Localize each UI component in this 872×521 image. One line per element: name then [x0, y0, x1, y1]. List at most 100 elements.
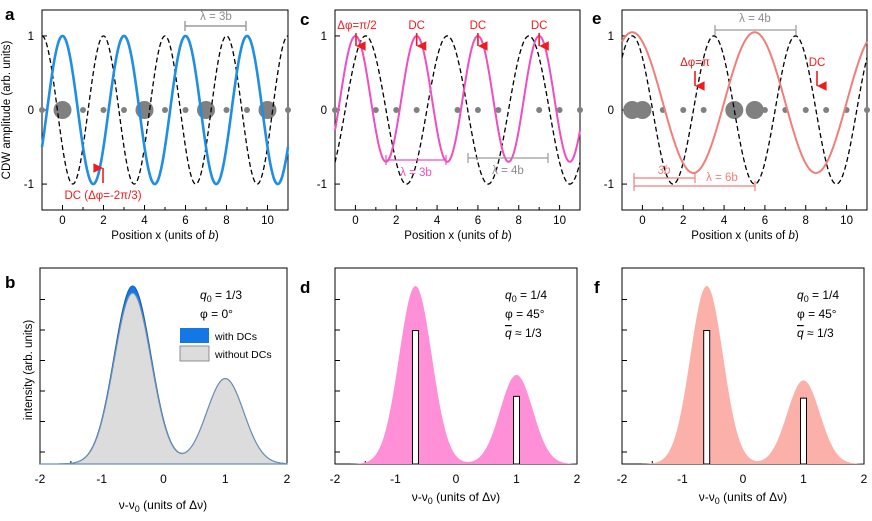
- small-atom: [577, 107, 583, 113]
- small-atom: [162, 107, 168, 113]
- f-ticks-xtick-label: -1: [677, 472, 688, 486]
- small-atom: [413, 107, 420, 113]
- large-atom: [53, 101, 72, 119]
- e-3b-label: 3b: [658, 165, 671, 177]
- small-atom: [474, 107, 481, 113]
- e-ticks-xtick-label: 2: [680, 215, 686, 227]
- d-legend-q0: q0 = 1/4: [505, 288, 547, 304]
- large-atom: [745, 101, 764, 119]
- b-legend-phi: φ = 0°: [200, 307, 233, 321]
- a-ylabel: CDW amplitude (arb. units): [1, 40, 13, 179]
- a-ticks-xtick-label: 10: [261, 215, 274, 227]
- f-legend-qbar: q ≈ 1/3: [797, 326, 834, 340]
- b-legend-without-label: without DCs: [214, 349, 272, 361]
- panel-label-a: a: [5, 5, 15, 24]
- b-legend-with-label: with DCs: [214, 331, 257, 343]
- c-reference-wave: [334, 35, 581, 185]
- d-ticks-xtick-label: 2: [574, 472, 581, 486]
- small-atom: [223, 107, 230, 113]
- a-ticks-xtick-label: 2: [100, 215, 106, 227]
- f-ticks-xtick-label: 1: [800, 472, 807, 486]
- c-lambda4-label: λ = 4b: [492, 165, 524, 177]
- e-ticks-xtick-label: 10: [840, 215, 853, 227]
- c-ticks-xtick-label: 2: [393, 215, 399, 227]
- large-atom: [633, 101, 652, 119]
- c-lambda3-label: λ = 3b: [400, 167, 432, 179]
- b-ticks-xtick-label: -1: [96, 472, 107, 486]
- panel-label-b: b: [5, 273, 15, 292]
- c-dc-label: DC: [531, 20, 548, 32]
- small-atom: [556, 107, 563, 113]
- a-xlabel: Position x (units of b): [111, 230, 219, 242]
- c-ticks-xtick-label: 0: [352, 215, 358, 227]
- a-ticks-xtick-label: 0: [59, 215, 65, 227]
- a-ticks-ytick-label: 0: [28, 105, 34, 117]
- f-xlabel: ν-ν0 (units of Δν): [699, 490, 787, 506]
- small-atom: [680, 107, 687, 113]
- e-lambda6-label: λ = 6b: [706, 172, 738, 184]
- small-atom: [700, 107, 707, 113]
- d-legend-qbar: q ≈ 1/3: [505, 326, 542, 340]
- f-stick: [703, 330, 711, 465]
- b-legend-with-swatch: [180, 328, 209, 343]
- b-ticks-xtick-label: -2: [35, 472, 46, 486]
- small-atom: [39, 107, 45, 113]
- f-ticks-xtick-label: 2: [861, 472, 868, 486]
- small-atom: [372, 107, 379, 113]
- d-ticks-xtick-label: -1: [390, 472, 401, 486]
- d-ticks-xtick-label: 1: [513, 472, 520, 486]
- e-ticks-xtick-label: 8: [803, 215, 809, 227]
- a-dc-label: DC (Δφ=-2π/3): [64, 190, 141, 202]
- b-ticks-xtick-label: 1: [222, 472, 229, 486]
- e-lambda4-label: λ = 4b: [739, 13, 771, 25]
- a-lambda-label: λ = 3b: [200, 11, 232, 23]
- b-xlabel: ν-ν0 (units of Δν): [119, 498, 207, 514]
- d-ticks-xtick-label: 0: [453, 472, 460, 486]
- e-ticks-xtick-label: 6: [762, 215, 768, 227]
- e-ticks-ytick-label: 1: [608, 31, 614, 43]
- c-ticks-xtick-label: 4: [434, 215, 441, 227]
- e-ticks-ytick-label: 0: [608, 105, 614, 117]
- d-xlabel: ν-ν0 (units of Δν): [412, 490, 500, 506]
- b-without-dcs-area: [40, 292, 288, 465]
- c-dc-label: DC: [408, 20, 425, 32]
- c-ticks-ytick-label: 0: [321, 105, 327, 117]
- f-stick: [800, 397, 807, 465]
- small-atom: [182, 107, 189, 113]
- e-dphi-label: Δφ=π: [680, 57, 710, 69]
- e-ticks-ytick-label: -1: [604, 179, 614, 191]
- c-ticks-xtick-label: 8: [516, 215, 522, 227]
- small-atom: [454, 107, 461, 113]
- small-atom: [80, 107, 86, 113]
- c-ticks-ytick-label: 1: [321, 31, 327, 43]
- panel-label-e: e: [592, 9, 601, 28]
- a-ticks-xtick-label: 6: [182, 215, 188, 227]
- a-cdw-wave: [40, 34, 290, 186]
- e-xlabel: Position x (units of b): [691, 230, 799, 242]
- c-ticks-xtick-label: 6: [475, 215, 481, 227]
- d-ticks-xtick-label: -2: [330, 472, 341, 486]
- small-atom: [244, 107, 250, 113]
- small-atom: [802, 107, 809, 113]
- f-legend-q0: q0 = 1/4: [797, 288, 839, 304]
- small-atom: [121, 107, 127, 113]
- small-atom: [332, 107, 338, 113]
- f-ticks-xtick-label: 0: [740, 472, 747, 486]
- c-cdw-wave: [334, 34, 581, 163]
- e-ticks-xtick-label: 0: [639, 215, 645, 227]
- small-atom: [393, 107, 400, 113]
- large-atom: [725, 101, 744, 119]
- b-ticks-xtick-label: 2: [284, 472, 291, 486]
- b-ylabel: intensity (arb. units): [23, 320, 35, 421]
- a-ticks-ytick-label: 1: [28, 31, 34, 43]
- b-legend-without-swatch: [179, 345, 210, 362]
- small-atom: [823, 107, 830, 113]
- c-ticks-xtick-label: 10: [553, 215, 566, 227]
- a-ticks-xtick-label: 4: [141, 215, 148, 227]
- d-stick: [513, 395, 520, 465]
- e-reference-wave: [621, 35, 868, 185]
